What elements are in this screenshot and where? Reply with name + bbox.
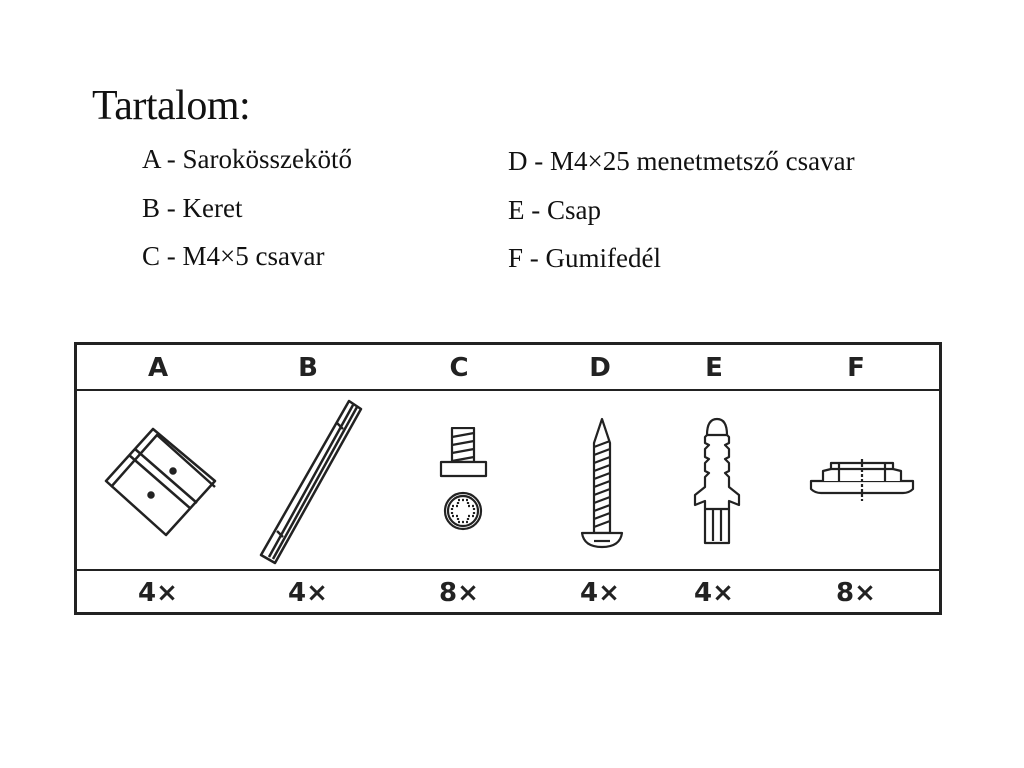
quantity-c: 8× <box>439 578 479 608</box>
quantity-f: 8× <box>836 578 876 608</box>
header-d: D <box>589 353 611 383</box>
quantity-e: 4× <box>694 578 734 608</box>
wall-plug-icon <box>687 417 747 547</box>
footer-divider <box>77 569 939 571</box>
header-f: F <box>847 353 865 383</box>
header-a: A <box>147 353 169 383</box>
contents-item-f: F - Gumifedél <box>508 243 661 273</box>
page-title: Tartalom: <box>92 83 251 129</box>
rubber-cap-icon <box>809 457 915 503</box>
contents-item-c: C - M4×5 csavar <box>142 241 325 271</box>
header-c: C <box>449 353 469 383</box>
contents-item-e: E - Csap <box>508 195 601 225</box>
contents-item-d: D - M4×25 menetmetsző csavar <box>508 146 855 176</box>
quantity-d: 4× <box>580 578 620 608</box>
quantity-a: 4× <box>138 578 178 608</box>
parts-table: A B C D E F 4× 4× 8× 4× 4× 8× <box>74 342 942 615</box>
header-divider <box>77 389 939 391</box>
contents-item-a: A - Sarokösszekötő <box>142 144 352 174</box>
header-b: B <box>298 353 318 383</box>
contents-item-b: B - Keret <box>142 193 243 223</box>
header-e: E <box>705 353 723 383</box>
quantity-b: 4× <box>288 578 328 608</box>
corner-connector-icon <box>103 425 221 541</box>
m4x5-screw-icon <box>439 427 489 539</box>
m4x25-tapping-screw-icon <box>580 417 624 549</box>
frame-rail-icon <box>257 397 365 567</box>
